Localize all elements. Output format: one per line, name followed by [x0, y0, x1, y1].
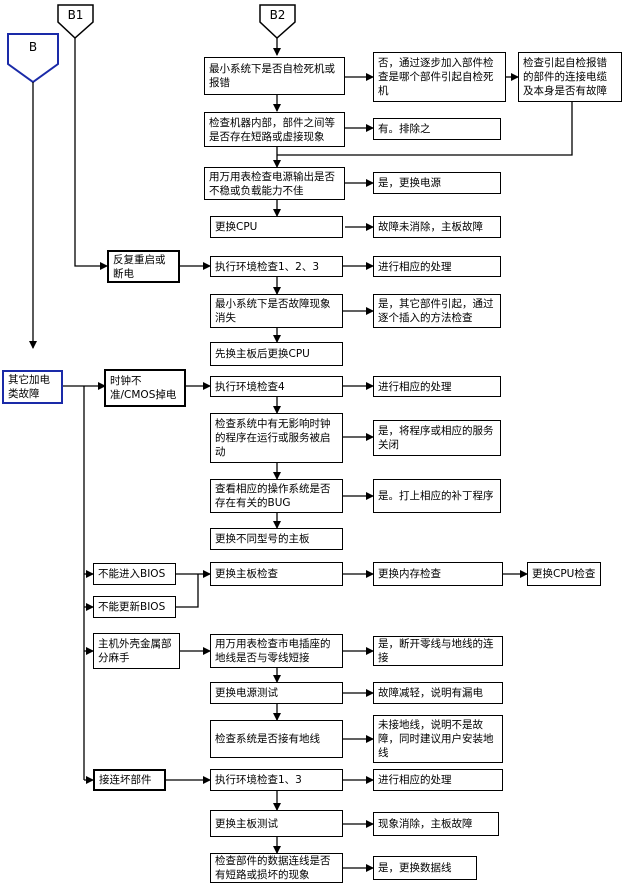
badpart-step-3-result: 是，更换数据线	[373, 856, 477, 880]
b2-step-4-result: 故障未消除，主板故障	[373, 216, 501, 238]
reboot-step-1-result: 进行相应的处理	[373, 256, 501, 277]
b2-step-1: 最小系统下是否自检死机或报错	[204, 57, 345, 95]
badpart-step-1: 执行环境检查1、3	[210, 769, 343, 791]
shock-step-2-result: 故障减轻，说明有漏电	[373, 682, 503, 704]
marker-b-label: B	[28, 40, 38, 54]
category-bios-update: 不能更新BIOS	[93, 596, 176, 618]
edge-b1-reboot	[74, 38, 108, 270]
root-node: 其它加电类故障	[2, 370, 63, 404]
marker-b1-shape	[57, 4, 94, 40]
shock-step-3-result: 未接地线，说明不是故障，同时建议用户安装地线	[373, 715, 503, 763]
category-shock: 主机外壳金属部分麻手	[93, 633, 180, 669]
badpart-step-1-result: 进行相应的处理	[373, 769, 503, 791]
shock-step-1: 用万用表检查市电插座的地线是否与零线短接	[210, 634, 343, 668]
clock-step-3-result: 是。打上相应的补丁程序	[373, 479, 501, 513]
b2-step-2-result: 有。排除之	[373, 118, 501, 140]
category-reboot: 反复重启或断电	[107, 250, 180, 283]
badpart-step-2-result: 现象消除，主板故障	[373, 812, 499, 836]
b2-step-2: 检查机器内部，部件之间等是否存在短路或虚接现象	[204, 112, 345, 147]
b2-step-4: 更换CPU	[210, 216, 343, 238]
category-bios-enter: 不能进入BIOS	[93, 563, 176, 585]
marker-b2-shape	[259, 4, 296, 40]
shock-step-3: 检查系统是否接有地线	[210, 720, 343, 758]
edge-b2-r2-back	[277, 102, 573, 156]
shock-step-1-result: 是，断开零线与地线的连接	[373, 636, 503, 666]
marker-b2-label: B2	[269, 8, 286, 22]
bios-step-3: 更换CPU检查	[527, 562, 601, 586]
reboot-step-2-result: 是，其它部件引起，通过逐个插入的方法检查	[373, 294, 501, 328]
clock-step-1: 执行环境检查4	[210, 376, 343, 397]
clock-step-1-result: 进行相应的处理	[373, 376, 501, 397]
shock-step-2: 更换电源测试	[210, 682, 343, 704]
clock-step-3: 查看相应的操作系统是否存在有关的BUG	[210, 479, 343, 513]
category-clock: 时钟不准/CMOS掉电	[104, 369, 186, 407]
b2-step-1-result-2: 检查引起自检报错的部件的连接电缆及本身是否有故障	[518, 52, 622, 102]
b2-step-3: 用万用表检查电源输出是否不稳或负载能力不佳	[204, 167, 345, 200]
reboot-step-2: 最小系统下是否故障现象消失	[210, 294, 343, 328]
badpart-step-3: 检查部件的数据连线是否有短路或损坏的现象	[210, 853, 343, 883]
badpart-step-2: 更换主板测试	[210, 810, 343, 837]
reboot-step-1: 执行环境检查1、2、3	[210, 256, 343, 277]
marker-b1-label: B1	[67, 8, 84, 22]
marker-b-shape	[7, 33, 59, 84]
bios-step-1: 更换主板检查	[210, 562, 343, 586]
clock-step-2-result: 是，将程序或相应的服务关闭	[373, 420, 501, 456]
clock-step-4: 更换不同型号的主板	[210, 528, 343, 550]
b2-step-3-result: 是，更换电源	[373, 172, 501, 194]
b2-step-1-result-1: 否，通过逐步加入部件检查是哪个部件引起自检死机	[373, 52, 506, 102]
bios-step-2: 更换内存检查	[373, 562, 503, 586]
edge-bios-update-join	[176, 574, 199, 608]
clock-step-2: 检查系统中有无影响时钟的程序在运行或服务被启动	[210, 413, 343, 463]
category-bad-part: 接连坏部件	[93, 769, 166, 791]
reboot-step-3: 先换主板后更换CPU	[210, 342, 343, 366]
